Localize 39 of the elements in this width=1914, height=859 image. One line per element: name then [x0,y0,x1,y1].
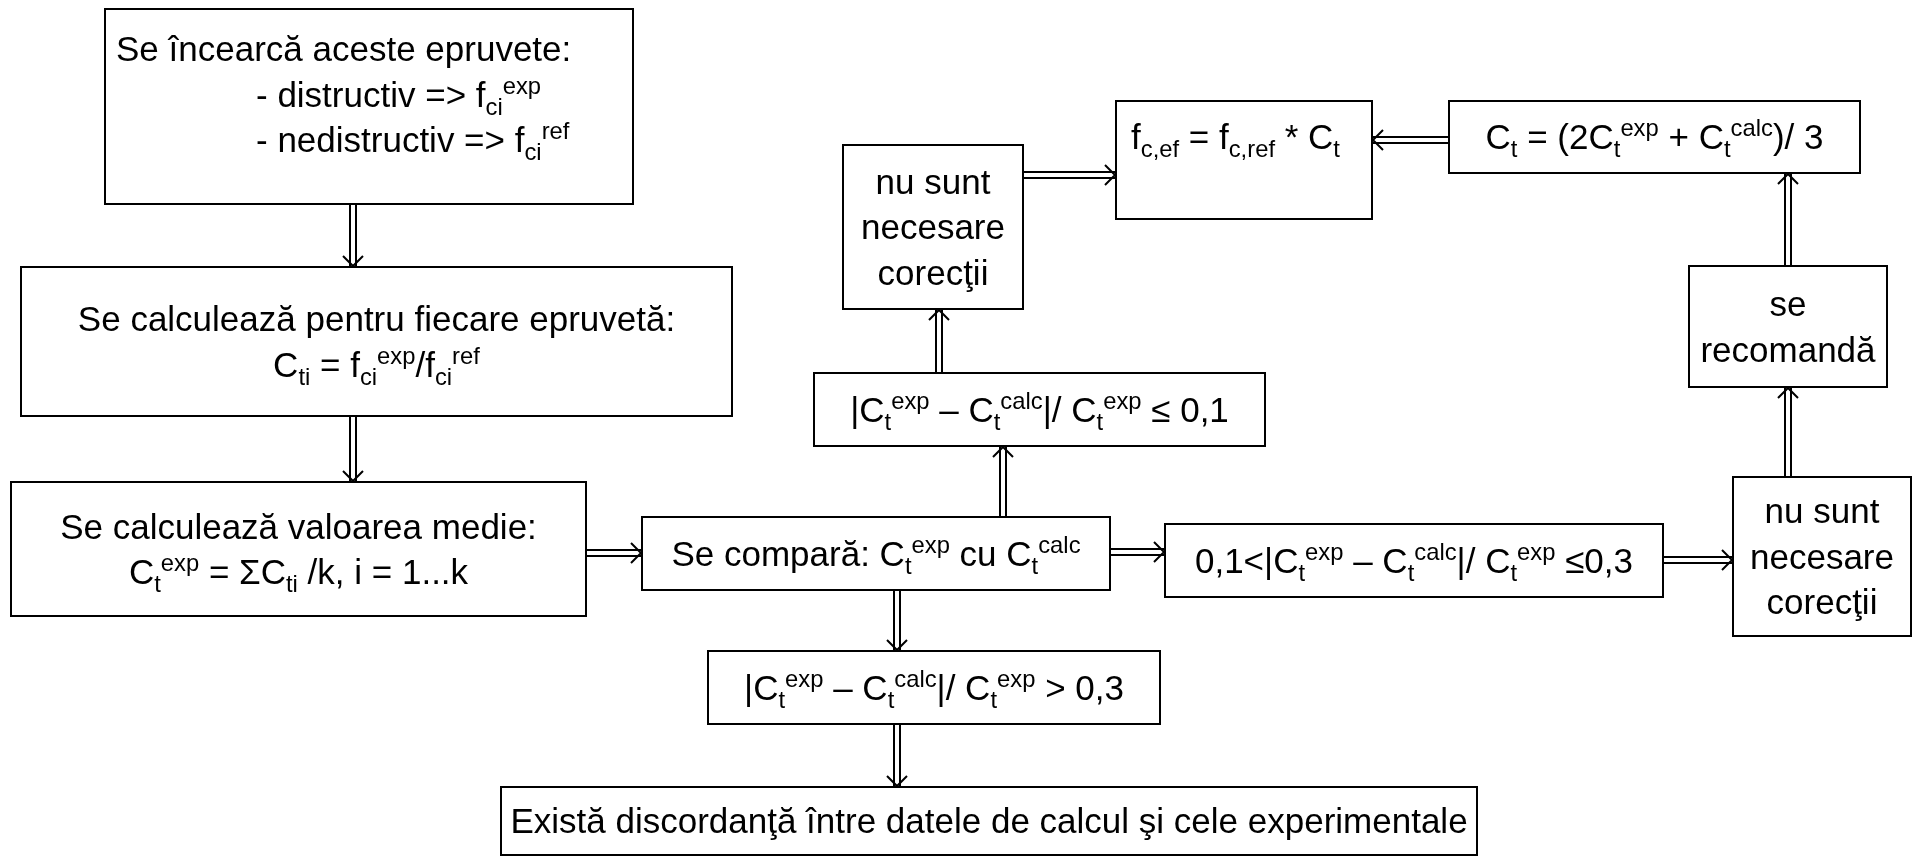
box-text: se recomandă [1699,283,1877,371]
process-box [10,481,587,617]
double-arrow [1110,541,1165,563]
box-text: f$_{c,ef}$ = f$_{c,ref}$ * C$_{t}$ [1131,116,1340,160]
double-arrow [586,542,642,564]
process-box [1732,476,1912,637]
double-arrow [1663,549,1733,571]
box-text: Se încearcă aceste epruvete: [116,28,572,70]
double-arrow [928,309,950,373]
box-text: |C$_{t}$$^{exp}$ – C$_{t}$$^{calc}$|/ C$_{t}$$^{exp}$ > 0,3 [744,664,1124,711]
box-text: C$_{t}$ = (2C$_{t}$$^{exp}$ + C$_{t}$$^{calc}$)/ 3 [1485,114,1824,160]
double-arrow [342,416,364,482]
box-text: nu sunt necesare corecţii [1749,490,1895,624]
double-arrow [342,204,364,267]
process-box [104,8,634,205]
double-arrow [992,446,1014,517]
process-box [1688,265,1888,388]
box-text: Se calculează valoarea medie: [60,505,537,548]
process-box [707,650,1161,725]
process-box [1164,523,1664,598]
box-text: C$_{t}$$^{exp}$ = ΣC$_{ti}$ /k, i = 1...k [128,549,469,595]
process-box [1448,100,1861,174]
double-arrow [1777,387,1799,477]
process-box [813,372,1266,447]
process-box [500,786,1478,856]
process-box [842,144,1024,310]
process-box [641,516,1111,591]
box-text: |C$_{t}$$^{exp}$ – C$_{t}$$^{calc}$|/ C$_{t}$$^{exp}$ ≤ 0,1 [850,386,1229,433]
box-text: Există discordanţă între datele de calcul şi cele experimentale [510,800,1468,843]
box-text: Se calculează pentru fiecare epruvetă: [77,298,676,340]
box-text: 0,1<|C$_{t}$$^{exp}$ – C$_{t}$$^{calc}$|/ C$_{t}$$^{exp}$ ≤0,3 [1194,537,1633,584]
double-arrow [1372,129,1449,151]
process-box [20,266,733,417]
double-arrow [1023,164,1116,186]
box-text: nu sunt necesare corecţii [860,160,1006,294]
double-arrow [886,590,908,651]
double-arrow [1777,173,1799,266]
process-box [1115,100,1373,220]
double-arrow [886,724,908,787]
